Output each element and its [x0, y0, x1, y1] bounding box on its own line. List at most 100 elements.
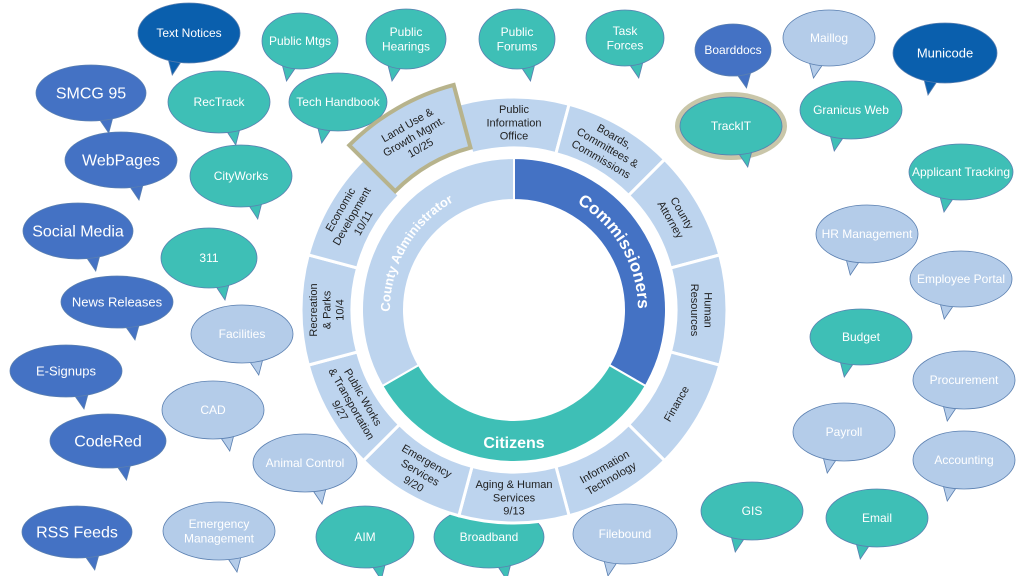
segment-landuse: Land Use &Growth Mgmt.10/25	[346, 82, 473, 195]
bubble-cad: CAD	[161, 380, 265, 452]
bubble-social-media: Social Media	[22, 202, 134, 272]
bubble-label: Animal Control	[266, 456, 345, 470]
bubble-news-releases: News Releases	[60, 275, 174, 341]
bubble-label: Public Mtgs	[269, 34, 331, 48]
bubble-label: Broadband	[460, 530, 519, 544]
bubble-animal-control: Animal Control	[252, 433, 358, 505]
bubble-municode: Municode	[892, 22, 998, 96]
bubble-fill	[681, 98, 781, 154]
bubble-fill	[23, 507, 131, 557]
bubble-label: TrackIT	[711, 119, 752, 133]
ring-county-administrator	[361, 156, 515, 388]
bubble-fill	[574, 505, 676, 563]
bubble-label: CodeRed	[74, 434, 142, 451]
bubble-label: E-Signups	[36, 364, 96, 379]
bubble-fill	[696, 25, 770, 75]
segment-economic: EconomicDevelopment10/11	[306, 157, 402, 270]
bubble-label: Accounting	[934, 453, 993, 467]
bubble-boarddocs: Boarddocs	[694, 23, 772, 89]
segment-hr: HumanResources	[668, 253, 729, 367]
bubble-fill	[62, 277, 172, 327]
bubble-label: CAD	[200, 403, 226, 417]
bubble-fill	[367, 10, 445, 68]
bubble-fill	[254, 435, 356, 491]
bubble-label: Payroll	[826, 425, 863, 439]
bubble-rss-feeds: RSS Feeds	[21, 505, 133, 571]
bubble-fill	[910, 145, 1012, 199]
bubble-fill	[263, 14, 337, 68]
bubble-label: Maillog	[810, 31, 848, 45]
bubble-fill	[794, 404, 894, 460]
segment-shape	[346, 82, 473, 195]
bubble-fill	[11, 346, 121, 396]
bubble-fill	[51, 415, 165, 467]
bubble-label: Granicus Web	[813, 103, 889, 117]
bubble-payroll: Payroll	[792, 402, 896, 474]
bubble-cityworks: CityWorks	[189, 144, 293, 220]
bubble-label: CityWorks	[214, 169, 268, 183]
bubble-fill	[317, 507, 413, 567]
segment-it: InformationTechnology	[554, 422, 667, 518]
bubble-fill	[139, 4, 239, 62]
bubble-label: GIS	[742, 504, 763, 518]
bubble-label: SMCG 95	[56, 86, 126, 103]
bubble-fill	[784, 11, 874, 65]
bubble-fill	[162, 229, 256, 287]
bubble-fill	[894, 24, 996, 82]
bubble-label: Text Notices	[156, 26, 221, 40]
bubble-public-mtgs: Public Mtgs	[261, 12, 339, 82]
bubble-label: Social Media	[32, 224, 124, 241]
bubble-label: News Releases	[72, 295, 163, 310]
bubble-procurement: Procurement	[912, 350, 1016, 422]
bubble-label: Filebound	[599, 527, 652, 541]
bubble-label: WebPages	[82, 153, 160, 170]
bubble-facilities: Facilities	[190, 304, 294, 376]
segment-label: Recreation& Parks10/4	[308, 283, 346, 336]
bubble-webpages: WebPages	[64, 131, 178, 201]
bubble-fill	[290, 74, 386, 130]
bubble-trackit: TrackIT	[675, 92, 787, 168]
bubble-text-notices: Text Notices	[137, 2, 241, 76]
bubble-codered: CodeRed	[49, 413, 167, 481]
bubble-fill	[191, 146, 291, 206]
bubble-fill	[811, 310, 911, 364]
segment-label: HumanResources	[688, 284, 713, 337]
bubble-fill	[169, 72, 269, 132]
segment-recreation: Recreation& Parks10/4	[299, 253, 360, 367]
bubble-hr-management: HR Management	[815, 204, 919, 276]
bubble-fill	[914, 352, 1014, 408]
bubble-aim: AIM	[315, 505, 415, 576]
segment-attorney: CountyAttorney	[626, 157, 722, 270]
bubble-applicant-tracking: Applicant Tracking	[908, 143, 1014, 213]
bubble-label: AIM	[354, 530, 375, 544]
bubble-label: Email	[862, 511, 892, 525]
bubble-311: 311	[160, 227, 258, 301]
bubble-fill	[587, 11, 663, 65]
bubble-label: Boarddocs	[704, 43, 761, 57]
bubble-label: Employee Portal	[917, 272, 1005, 286]
bubble-filebound: Filebound	[572, 503, 678, 576]
segment-publicworks: Public Works& Transportation9/27	[306, 350, 402, 463]
bubble-email: Email	[825, 488, 929, 560]
bubble-accounting: Accounting	[912, 430, 1016, 502]
bubble-fill	[827, 490, 927, 546]
bubble-employee-portal: Employee Portal	[909, 250, 1013, 320]
bubble-label: RSS Feeds	[36, 525, 118, 542]
bubble-rectrack: RecTrack	[167, 70, 271, 146]
bubble-maillog: Maillog	[782, 9, 876, 79]
segment-label: EconomicDevelopment10/11	[320, 179, 386, 254]
bubble-label: Budget	[842, 330, 881, 344]
bubble-fill	[24, 204, 132, 258]
